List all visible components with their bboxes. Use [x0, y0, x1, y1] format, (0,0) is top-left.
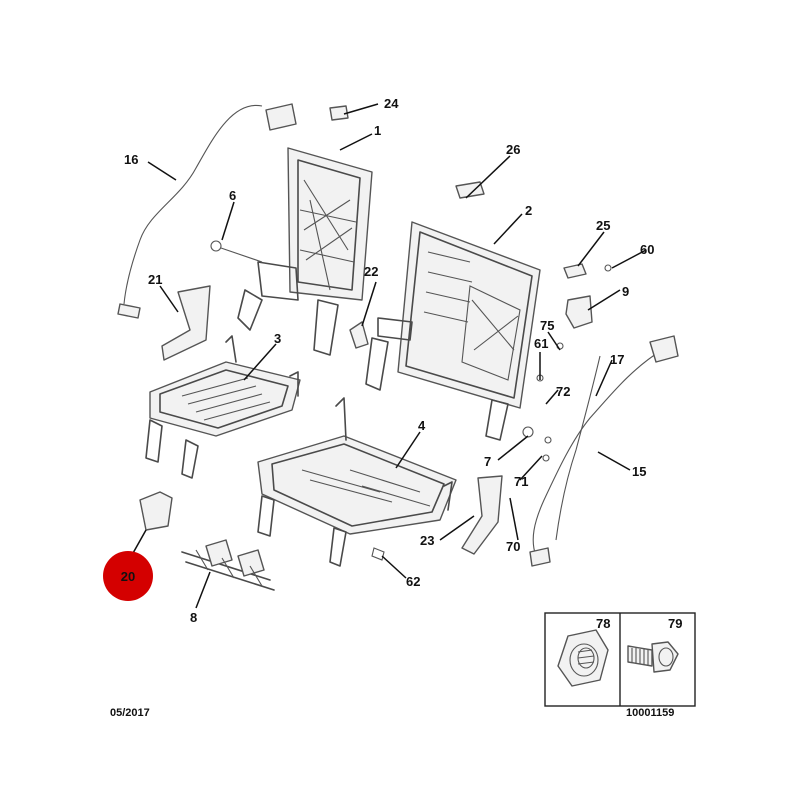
callout-15: 15 [632, 464, 646, 479]
callout-25: 25 [596, 218, 610, 233]
callout-7: 7 [484, 454, 491, 469]
callout-8: 8 [190, 610, 197, 625]
callout-16: 16 [124, 152, 138, 167]
bracket-22 [349, 321, 369, 349]
diagram-date: 05/2017 [110, 707, 150, 719]
callout-6: 6 [229, 188, 236, 203]
bracket-21 [161, 285, 211, 361]
callout-79: 79 [668, 616, 682, 631]
diagram-reference: 10001159 [626, 707, 674, 719]
seatback-frame-1 [210, 147, 373, 356]
callout-17: 17 [610, 352, 624, 367]
callout-75: 75 [540, 318, 554, 333]
callout-60: 60 [640, 242, 654, 257]
latch-9 [565, 295, 593, 329]
clip-25 [563, 263, 587, 279]
fastener-inset: 78 79 [544, 612, 696, 707]
callout-70: 70 [506, 539, 520, 554]
callout-23: 23 [420, 533, 434, 548]
callout-61: 61 [534, 336, 548, 351]
callout-9: 9 [622, 284, 629, 299]
callout-22: 22 [364, 264, 378, 279]
rail-set-8 [181, 539, 275, 591]
callout-3: 3 [274, 331, 281, 346]
cable-17 [529, 335, 679, 567]
cable-16 [117, 103, 297, 319]
callout-24: 24 [384, 96, 399, 111]
flange-nut-78 [557, 629, 609, 687]
bracket-23 [461, 475, 503, 555]
callout-72: 72 [556, 384, 570, 399]
seatback-frame-2 [365, 221, 541, 441]
callout-20: 20 [121, 569, 135, 584]
cable-15 [555, 355, 601, 541]
callout-2: 2 [525, 203, 532, 218]
seat-base-frame-4 [257, 397, 457, 567]
clip-26 [455, 181, 485, 199]
callout-21: 21 [148, 272, 162, 287]
callout-71: 71 [514, 474, 528, 489]
cover-20 [139, 491, 173, 531]
callout-78: 78 [596, 616, 610, 631]
callout-4: 4 [418, 418, 426, 433]
headrest-guide-24 [329, 105, 349, 121]
bolt-79 [627, 641, 679, 673]
seat-base-frame-3 [145, 335, 301, 479]
callout-labels: 24 1 16 6 26 2 25 60 21 22 9 75 3 61 17 … [124, 96, 654, 625]
callout-62: 62 [406, 574, 420, 589]
leader-lines [127, 103, 647, 609]
callout-1: 1 [374, 123, 381, 138]
fasteners [371, 264, 612, 561]
highlight-circle [103, 551, 153, 601]
highlighted-callout-20: 20 [103, 551, 153, 601]
callout-26: 26 [506, 142, 520, 157]
